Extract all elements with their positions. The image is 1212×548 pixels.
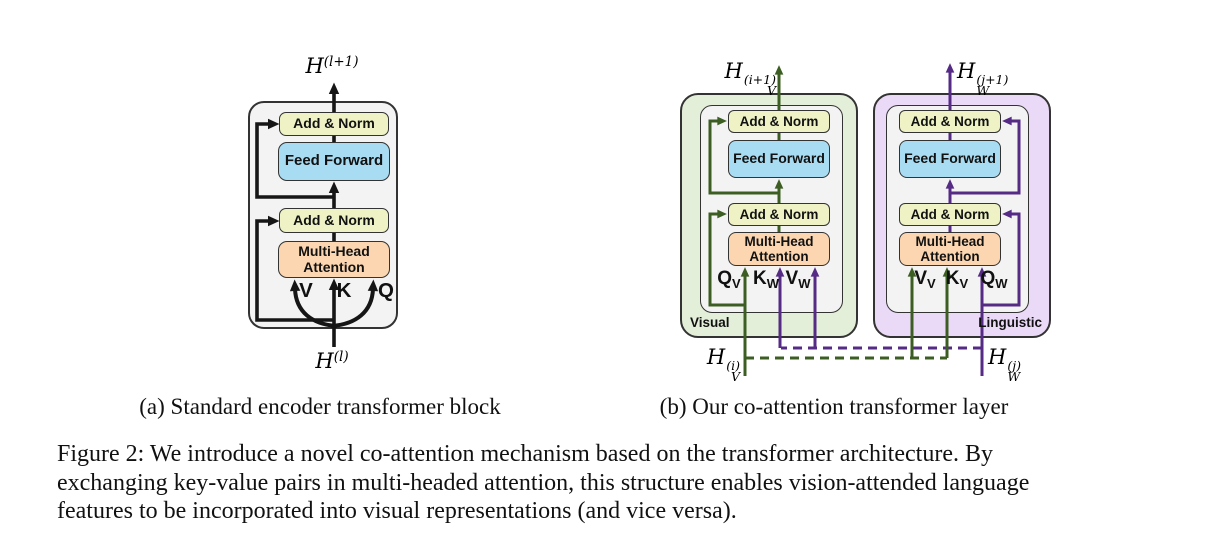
visual-add-norm-bottom-box: Add & Norm	[728, 203, 830, 226]
linguistic-residual-ff-arrow	[950, 116, 1021, 195]
visual-add-norm-top-box: Add & Norm	[728, 110, 830, 133]
figure-caption-line1: Figure 2: We introduce a novel co-attent…	[57, 441, 993, 467]
visual-mha-label-line2: Attention	[749, 249, 809, 264]
visual-multi-head-attention-box: Multi-Head Attention	[728, 232, 830, 266]
a-mha-label-line1: Multi-Head	[298, 242, 370, 259]
visual-output-label: H(i+1)V	[724, 59, 776, 98]
linguistic-vv-label: VV	[914, 268, 936, 291]
a-feed-forward-box: Feed Forward	[278, 142, 390, 181]
linguistic-add-norm-bottom-box: Add & Norm	[899, 203, 1001, 226]
linguistic-multi-head-attention-box: Multi-Head Attention	[899, 232, 1001, 266]
a-add-norm-bottom-label: Add & Norm	[293, 211, 375, 228]
linguistic-qw-label: QW	[980, 268, 1008, 291]
visual-feed-forward-label: Feed Forward	[733, 150, 825, 167]
linguistic-feed-forward-label: Feed Forward	[904, 150, 996, 167]
linguistic-residual-mha-arrow	[982, 209, 1021, 307]
a-q-input-label: Q	[378, 279, 394, 302]
linguistic-output-label: H(j+1)W	[957, 59, 1009, 98]
visual-region-label: Visual	[690, 315, 730, 330]
a-mha-label-line2: Attention	[303, 258, 365, 275]
a-input-label: H(l)	[315, 349, 349, 373]
visual-input-label: H(i)V	[706, 345, 740, 384]
linguistic-mha-label-line1: Multi-Head	[915, 233, 985, 249]
a-multi-head-attention-box: Multi-Head Attention	[278, 241, 390, 278]
a-add-norm-top-label: Add & Norm	[293, 115, 375, 132]
a-add-norm-top-box: Add & Norm	[279, 112, 389, 136]
visual-wires	[708, 65, 952, 376]
panel-b-caption: (b) Our co-attention transformer layer	[659, 394, 1009, 419]
visual-residual-mha-arrow	[708, 209, 745, 307]
visual-vw-label: VW	[785, 268, 811, 291]
visual-kw-label: KW	[752, 268, 779, 291]
visual-feed-forward-box: Feed Forward	[728, 140, 830, 178]
figure-caption-line2: exchanging key-value pairs in multi-head…	[57, 469, 1030, 496]
a-input-v-curve-arrow	[289, 279, 338, 328]
linguistic-feed-forward-box: Feed Forward	[899, 140, 1001, 178]
figure-caption: Figure 2: We introduce a novel co-attent…	[57, 440, 1167, 526]
visual-mha-label-line1: Multi-Head	[744, 233, 814, 249]
a-output-label: H(l+1)	[305, 54, 359, 78]
visual-residual-ff-arrow	[708, 116, 779, 195]
linguistic-add-norm-top-label: Add & Norm	[910, 113, 990, 129]
visual-add-norm-bottom-label: Add & Norm	[739, 206, 819, 222]
a-input-q-curve-arrow	[330, 279, 379, 328]
a-residual-ff-arrow	[255, 118, 334, 199]
visual-qv-label: QV	[717, 268, 741, 291]
a-v-input-label: V	[299, 279, 313, 302]
linguistic-mha-label-line2: Attention	[920, 249, 980, 264]
a-feed-forward-label: Feed Forward	[284, 152, 384, 170]
a-residual-mha-arrow	[255, 215, 334, 322]
linguistic-region-label: Linguistic	[978, 315, 1042, 330]
linguistic-add-norm-bottom-label: Add & Norm	[910, 206, 990, 222]
figure-caption-line3: features to be incorporated into visual …	[57, 498, 737, 524]
linguistic-kv-label: KV	[945, 268, 969, 291]
panel-a-caption: (a) Standard encoder transformer block	[139, 394, 501, 419]
visual-add-norm-top-label: Add & Norm	[739, 113, 819, 129]
a-add-norm-bottom-box: Add & Norm	[279, 208, 389, 233]
a-k-input-label: K	[336, 279, 352, 302]
linguistic-add-norm-top-box: Add & Norm	[899, 110, 1001, 133]
linguistic-input-label: H(j)W	[988, 345, 1021, 384]
